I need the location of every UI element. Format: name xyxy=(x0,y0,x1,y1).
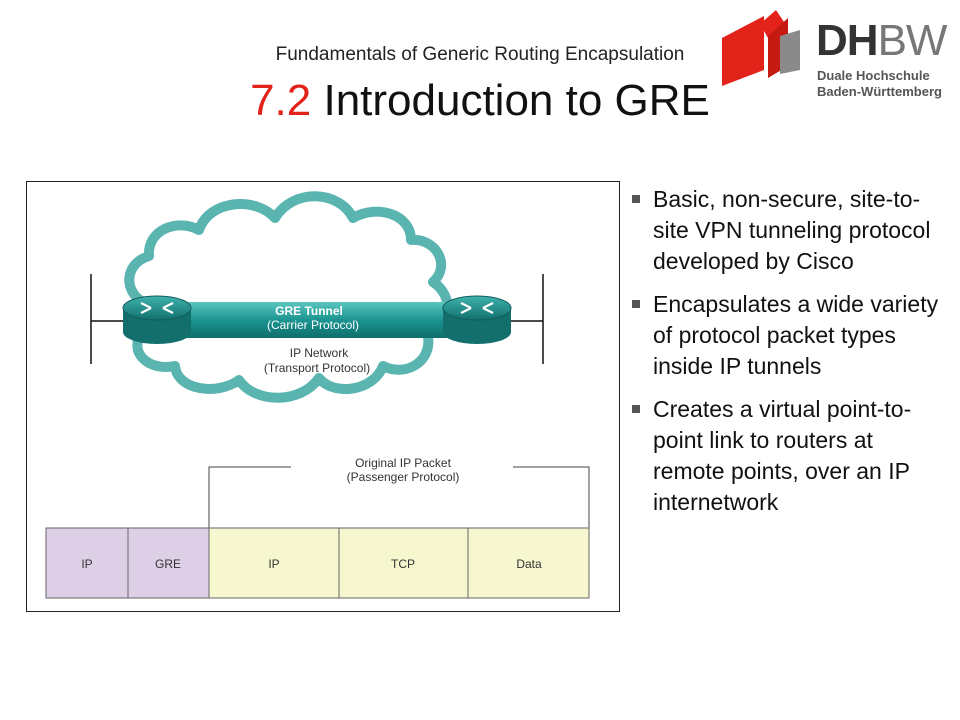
packet-field-gre xyxy=(127,527,210,599)
original-packet-bracket xyxy=(208,466,590,528)
square-bullet-icon xyxy=(632,405,640,413)
packet-label: Original IP Packet xyxy=(355,456,451,470)
network-sublabel: (Transport Protocol) xyxy=(264,361,370,375)
bullet-item: Basic, non-secure, site-to-site VPN tunn… xyxy=(628,184,948,277)
gre-diagram: GRE Tunnel (Carrier Protocol) IP Network… xyxy=(26,181,620,612)
packet-field-label: TCP xyxy=(391,557,415,571)
bullet-item: Creates a virtual point-to-point link to… xyxy=(628,394,948,518)
packet-field-tcp xyxy=(338,527,469,599)
ip-network-cloud xyxy=(124,191,453,403)
dhbw-logo: DHBW Duale Hochschule Baden-Württemberg xyxy=(720,8,960,99)
packet-field-ip-outer xyxy=(45,527,129,599)
logo-line-2: Baden-Württemberg xyxy=(817,84,942,99)
slide-title: 7.2 Introduction to GRE xyxy=(160,76,800,126)
network-label: IP Network xyxy=(290,346,349,360)
bullet-item: Encapsulates a wide variety of protocol … xyxy=(628,289,948,382)
square-bullet-icon xyxy=(632,195,640,203)
packet-fields: IP GRE IP TCP Data xyxy=(45,527,590,599)
slide-header: Fundamentals of Generic Routing Encapsul… xyxy=(0,0,960,140)
tunnel-label: GRE Tunnel xyxy=(275,304,343,318)
packet-field-label: IP xyxy=(268,557,279,571)
gre-tunnel xyxy=(177,302,459,338)
slide-subtitle: Fundamentals of Generic Routing Encapsul… xyxy=(275,44,685,65)
square-bullet-icon xyxy=(632,300,640,308)
packet-field-data xyxy=(467,527,590,599)
tunnel-sublabel: (Carrier Protocol) xyxy=(267,318,359,332)
router-left-icon xyxy=(122,295,192,344)
title-text: Introduction to GRE xyxy=(311,76,710,125)
logo-bw: BW xyxy=(877,16,948,65)
bullet-list: Basic, non-secure, site-to-site VPN tunn… xyxy=(628,184,948,530)
packet-sublabel: (Passenger Protocol) xyxy=(347,470,460,484)
packet-field-ip-inner xyxy=(208,527,340,599)
logo-dh: DH xyxy=(816,16,879,65)
title-number: 7.2 xyxy=(250,76,312,125)
bullet-text: Creates a virtual point-to-point link to… xyxy=(653,396,912,515)
dhbw-logo-mark xyxy=(722,10,800,86)
router-right-icon xyxy=(442,295,512,344)
gre-diagram-svg: GRE Tunnel (Carrier Protocol) IP Network… xyxy=(45,191,590,599)
packet-field-label: IP xyxy=(81,557,92,571)
packet-field-label: GRE xyxy=(155,557,181,571)
bullet-text: Encapsulates a wide variety of protocol … xyxy=(653,291,939,379)
logo-line-1: Duale Hochschule xyxy=(817,68,930,83)
packet-field-label: Data xyxy=(516,557,542,571)
bullet-text: Basic, non-secure, site-to-site VPN tunn… xyxy=(653,186,931,274)
logo-wordmark: DHBW xyxy=(816,16,948,66)
